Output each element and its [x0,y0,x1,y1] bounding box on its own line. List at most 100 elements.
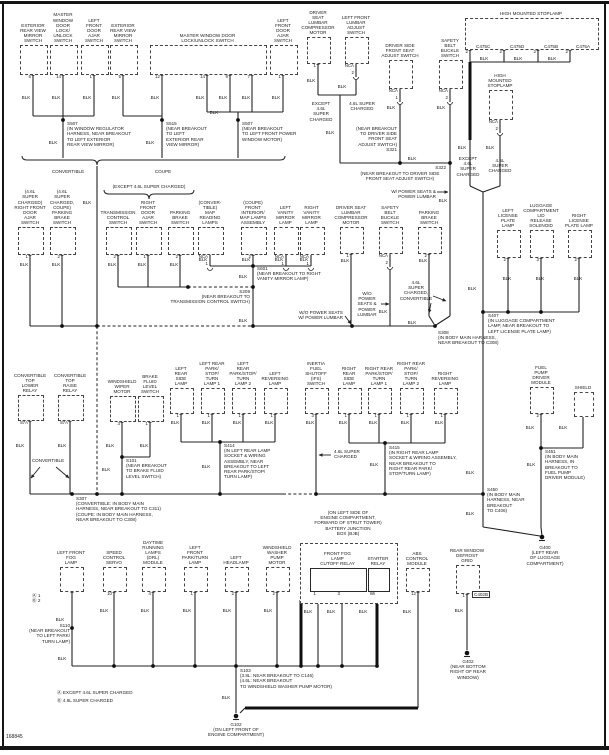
transmission-control-switch-label: TRANSMISSION CONTROL SWITCH [100,209,136,225]
diagram-note: W/O POWER SEATS W/ POWER LUMBAR [298,310,343,321]
splice-note: S414 (IN LEFT REAR LAMP SOCKET & WIRING … [224,443,271,480]
drl-module-label: DAYTIME RUNNING LAMPS (DRL) MODULE [142,539,164,565]
windshield-washer-pump-motor-box [266,567,290,592]
right-vanity-mirror-lamp-box [300,227,325,255]
junction-dot [61,118,65,122]
diagram-note: (NEAR BREAKOUT TO DRIVER SIDE FRONT SEAT… [360,171,440,182]
wire-color-label: BLK [232,420,242,425]
safety-belt-buckle-switch-2-box [379,227,403,254]
right-rear-side-lamp-pin-number: 1 [344,413,347,418]
junction-dot [383,492,387,496]
shield-label: SHIELD [574,384,592,390]
wire-color-label: BLK [407,320,417,325]
diagram-note: C475C [476,44,491,49]
rear-window-defrost-grid-label: REAR WINDOW DEFROST GRID [449,547,485,563]
wire-color-label: BLK [358,609,368,614]
wire-color-label: BLK [479,56,489,61]
diagram-note: CONVERTIBLE [31,458,65,463]
right-rear-park-stop-turn-lamp-1-box [368,388,392,414]
front-fog-lamp-cutoff-relay-label: FRONT FOG LAMP CUTOFF RELAY [320,550,355,566]
pin-connector [447,101,453,105]
wire-color-label: BLK [274,257,284,262]
left-rear-park-stop-turn-lamp-2-box [232,388,256,414]
wire-color-label: BLK [139,443,149,448]
left-front-lumbar-adjust-switch-box [345,37,369,64]
left-front-park-turn-lamp-box [184,567,208,592]
master-window-lock-switch-2-pin-number: 7 [247,74,250,79]
wire [469,185,484,193]
left-vanity-mirror-lamp-pin-nca: NCA [274,254,284,259]
wire-color-label: BLK [169,262,179,267]
left-rear-side-lamp-box [170,388,194,414]
junction-dot [160,118,164,122]
pin-connector [397,101,403,105]
inertia-fuel-shutoff-switch-box [305,388,329,414]
abs-control-module-box [406,568,430,592]
driver-side-front-seat-adjust-switch-pin-number: 1 [395,95,398,100]
junction-dot [506,310,510,314]
driver-seat-lumbar-compressor-motor-2-box [340,227,364,254]
wire-color-label: BLK [107,262,117,267]
left-front-park-turn-lamp-pin-number: 1 [190,591,193,596]
high-mounted-stoplamp-main-pin-number: 2 [465,49,468,54]
wire-color-label: BLK [407,156,417,161]
junction-dot [539,446,543,450]
junction-dot [236,118,240,122]
wire-color-label: BLK [238,274,248,279]
safety-belt-buckle-switch-2-label: SAFETY BELT BUCKLE SWITCH [380,204,400,225]
wire-color-label: BLK [111,95,121,100]
junction-dot [539,310,543,314]
splice-note: S507 (IN WINDOW REGULATOR HARNESS, NEAR … [67,121,132,147]
annotation-arrow [30,466,41,479]
wire [239,707,246,714]
wire-color-label: BLK [105,443,115,448]
pin-connector [353,76,359,80]
left-reversing-lamp-label: LEFT REVERSING LAMP [261,370,289,386]
diagram-note: W/ POWER SEATS & POWER LUMBAR [391,189,436,200]
annotation-arrow [427,302,432,314]
right-vanity-mirror-lamp-pin-nca: NCA [299,254,309,259]
wire-color-label: BLK [241,257,251,262]
wire-color-label: BLK [101,467,111,472]
transmission-control-switch-box [106,227,132,255]
wire-color-label: BLK [145,140,155,145]
front-interior-map-lamps-assembly-pin-number: 2 [248,254,251,259]
ground-label: G402 (NEAR BOTTOM RIGHT OF REAR WINDOW) [450,659,486,680]
starter-relay-label: STARTER RELAY [367,555,389,566]
luggage-lid-release-solenoid-pin-number: 3 [536,257,539,262]
left-front-lumbar-adjust-switch-label: LEFT FRONT LUMBAR ADJUST SWITCH [341,14,371,35]
group-brace [21,155,286,166]
fuel-pump-driver-module-pin-number: 2 [536,413,539,418]
wire-color-label: BLK [457,145,467,150]
splice-note: S110 (NEAR BREAKOUT TO LEFT PARK/ TURN L… [29,623,70,644]
splice-note: S307 (CONVERTIBLE: IN BODY MAIN HARNESS,… [76,496,161,522]
left-headlamp-box [225,567,249,592]
right-reversing-lamp-box [434,388,458,414]
map-reading-lamps-pin-number: 1 [205,261,208,266]
diagram-note: C475B [544,44,559,49]
diagram-note: COUPE [154,169,172,174]
right-license-plate-lamp-pin-number: 2 [574,257,577,262]
wire-color-label: BLK [418,258,428,263]
wire-color-label: BLK [454,608,464,613]
junction-dot [251,264,255,268]
wire-color-label: BLK [465,470,475,475]
wire [482,185,501,193]
right-front-door-ajar-switch-46sc-pin-number: 1 [25,254,28,259]
wire-color-label: BLK [57,443,67,448]
left-front-park-turn-lamp-label: LEFT FRONT PARK/TURN LAMP [181,544,209,565]
left-front-fog-lamp-label: LEFT FRONT FOG LAMP [56,549,86,565]
wire [540,526,543,537]
left-vanity-mirror-lamp-label: LEFT VANITY MIRROR LAMP [276,204,295,225]
front-fog-lamp-cutoff-relay-box [310,568,367,592]
wire-color-label: BLK [438,198,448,203]
front-interior-map-lamps-assembly-box [241,227,267,255]
junction-dot [316,664,320,668]
left-front-door-ajar-switch-1-pin-number: 1 [89,74,92,79]
splice-note: S601 (NEAR BREAKOUT TO RIGHT VANITY MIRR… [257,266,321,282]
left-headlamp-pin-number: 2 [231,591,234,596]
junction-dot [120,455,124,459]
junction-dot [375,664,379,668]
safety-belt-buckle-switch-1-label: SAFETY BELT BUCKLE SWITCH [440,37,460,58]
wire-color-label: BLK [55,617,65,622]
